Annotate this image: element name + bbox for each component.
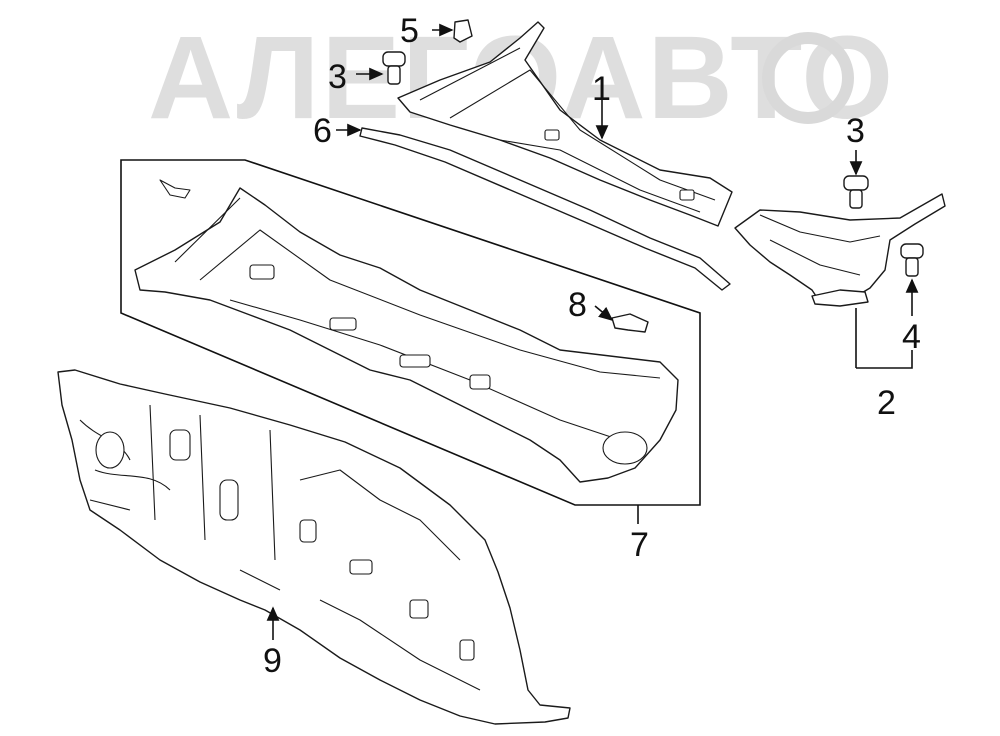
part-7-boundary — [120, 159, 701, 506]
part-2-cowl-cover-side — [734, 193, 946, 307]
callout-7: 7 — [630, 526, 649, 564]
callout-4: 4 — [902, 318, 921, 356]
callout-1: 1 — [592, 70, 611, 108]
part-1-cowl-cover — [397, 21, 733, 227]
callout-9: 9 — [263, 642, 282, 680]
clip-3a — [382, 51, 406, 85]
bracket-8 — [611, 313, 649, 333]
clip-5 — [453, 19, 473, 43]
callout-3a: 3 — [328, 58, 347, 96]
part-9-dash-panel — [57, 369, 571, 725]
callout-5: 5 — [400, 12, 419, 50]
callout-6: 6 — [313, 112, 332, 150]
clip-3b — [843, 175, 869, 209]
part-6-seal — [359, 127, 731, 291]
part-7-cowl-panel — [134, 179, 679, 483]
callout-2: 2 — [877, 384, 896, 422]
callout-3b: 3 — [846, 112, 865, 150]
watermark-circle-icon — [762, 32, 854, 124]
callout-labels: 1 2 3 3 4 5 6 7 8 9 — [263, 12, 921, 680]
leader-lines — [266, 23, 919, 640]
clip-4 — [900, 243, 924, 277]
callout-8: 8 — [568, 286, 587, 324]
